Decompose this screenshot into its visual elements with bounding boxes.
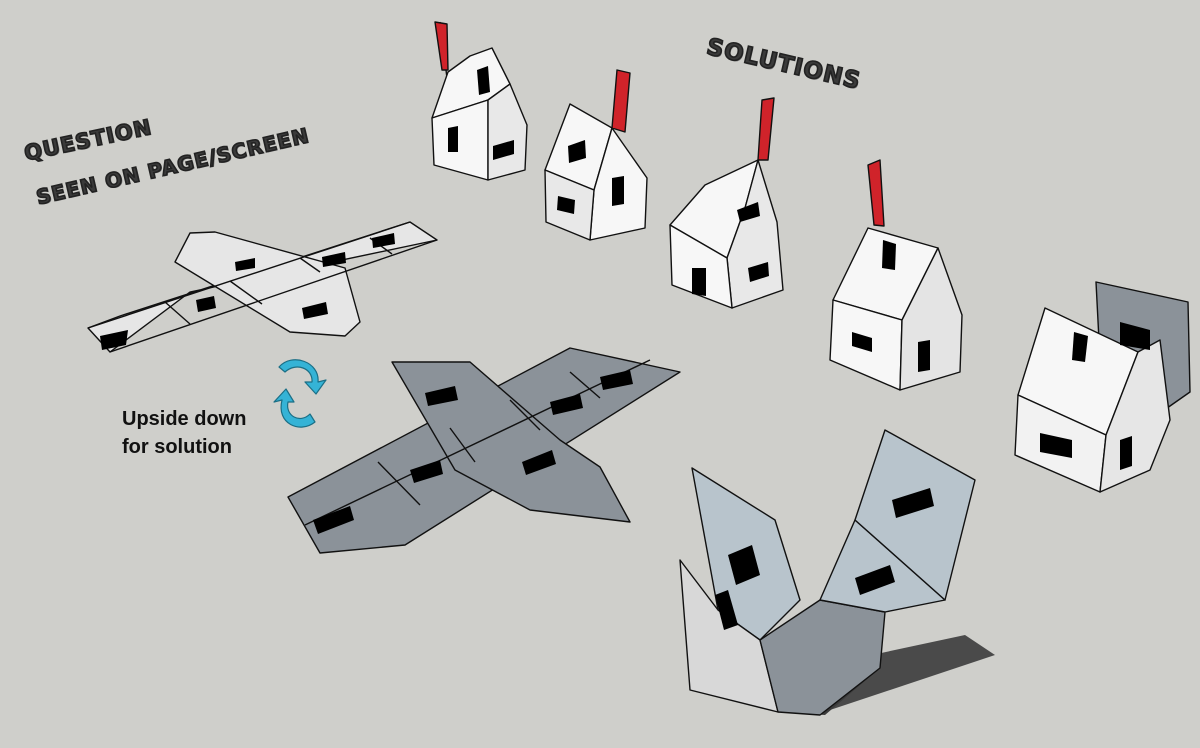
window-icon [550,394,583,415]
window-icon [600,370,633,390]
window-icon [235,258,255,271]
solution-net-flipped [287,347,681,554]
rotate-arrows-icon [273,359,327,428]
window-icon [410,460,443,483]
window-icon [313,506,354,534]
flip-instruction: Upside down for solution [122,405,246,461]
solution-house-5 [1014,281,1191,493]
flip-instruction-line-1: Upside down [122,408,247,430]
folding-net [679,429,995,716]
window-icon [425,386,458,406]
flip-instruction-line-2: for solution [122,436,232,458]
window-icon [196,296,216,312]
window-icon [302,302,328,319]
window-icon [522,450,556,475]
question-net [87,221,438,353]
solution-house-4 [829,159,963,391]
solution-house-1 [431,21,528,181]
solution-house-2 [544,69,648,241]
window-icon [322,252,346,267]
solution-house-3 [669,97,784,309]
window-icon [100,330,128,350]
window-icon [372,233,395,248]
